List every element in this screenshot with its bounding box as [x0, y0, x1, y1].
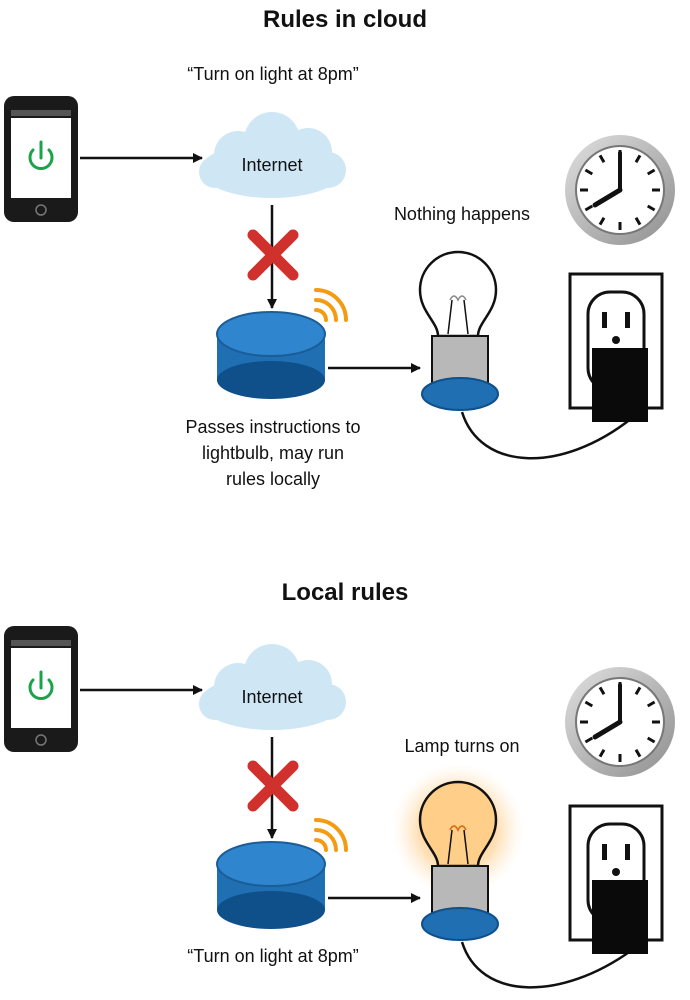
power-icon — [28, 140, 54, 170]
cloud-label: Internet — [241, 155, 302, 175]
plug-icon — [592, 880, 648, 954]
wifi-icon — [314, 818, 348, 852]
power-cord — [460, 941, 633, 989]
x-mark-icon — [247, 229, 299, 281]
smartphone-icon — [4, 626, 78, 752]
hub-icon — [216, 311, 326, 399]
hub-caption-line-3: rules locally — [226, 469, 320, 489]
bulb-status-label: Lamp turns on — [404, 736, 519, 756]
cloud-label: Internet — [241, 687, 302, 707]
x-mark-icon — [247, 760, 299, 812]
cloud-icon — [199, 112, 346, 198]
hub-caption: “Turn on light at 8pm” — [187, 946, 358, 966]
clock-icon — [565, 135, 675, 245]
section-rules-in-cloud: Rules in cloud “Turn on light at 8pm” In… — [4, 6, 675, 489]
phone-command-label: “Turn on light at 8pm” — [187, 64, 358, 84]
hub-caption-line-1: Passes instructions to — [185, 417, 360, 437]
hub-caption-line-2: lightbulb, may run — [202, 443, 344, 463]
bulb-status-label: Nothing happens — [394, 204, 530, 224]
smartphone-icon — [4, 96, 78, 222]
section-local-rules: Local rules Internet — [4, 579, 675, 989]
lightbulb-icon — [418, 780, 499, 941]
power-icon — [28, 670, 54, 700]
hub-icon — [216, 841, 326, 929]
section-title: Local rules — [282, 579, 409, 606]
section-title: Rules in cloud — [263, 6, 427, 33]
power-cord — [460, 411, 633, 460]
cloud-icon — [199, 644, 346, 730]
clock-icon — [565, 667, 675, 777]
wifi-icon — [314, 288, 348, 322]
lightbulb-icon — [418, 250, 499, 411]
plug-icon — [592, 348, 648, 422]
